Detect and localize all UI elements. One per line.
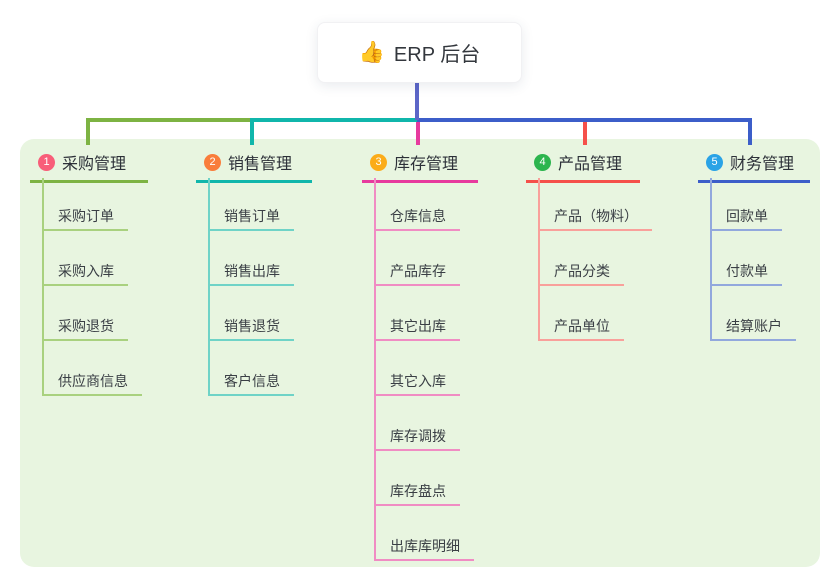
branch-number-badge: 4 xyxy=(534,153,551,171)
branches-panel xyxy=(20,139,820,567)
node-item[interactable]: 采购退货 xyxy=(42,316,128,341)
node-item[interactable]: 销售订单 xyxy=(208,206,294,231)
node-item[interactable]: 结算账户 xyxy=(710,316,796,341)
branch-sales: 2 销售管理 销售订单 销售出库 销售退货 客户信息 xyxy=(196,148,312,396)
branch-header-purchase[interactable]: 1 采购管理 xyxy=(30,148,148,183)
branch-inventory: 3 库存管理 仓库信息 产品库存 其它出库 其它入库 库存调拨 库存盘点 出库库… xyxy=(362,148,478,561)
node-item[interactable]: 付款单 xyxy=(710,261,782,286)
child-connector-line xyxy=(374,178,376,561)
branch-header-inventory[interactable]: 3 库存管理 xyxy=(362,148,478,183)
thumbs-up-icon: 👍 xyxy=(358,40,385,64)
branch-title: 采购管理 xyxy=(62,156,127,173)
branch-number-badge: 5 xyxy=(706,153,723,171)
root-title: ERP 后台 xyxy=(393,44,481,66)
branch-header-finance[interactable]: 5 财务管理 xyxy=(698,148,810,183)
branch-number-badge: 3 xyxy=(370,153,387,171)
child-connector-line xyxy=(208,178,210,396)
node-item[interactable]: 出库库明细 xyxy=(374,536,474,561)
node-item[interactable]: 销售退货 xyxy=(208,316,294,341)
node-item[interactable]: 采购订单 xyxy=(42,206,128,231)
node-item[interactable]: 其它出库 xyxy=(374,316,460,341)
connector-horizontal-finance xyxy=(417,118,752,122)
node-item[interactable]: 仓库信息 xyxy=(374,206,460,231)
node-item[interactable]: 回款单 xyxy=(710,206,782,231)
connector-drop-product xyxy=(583,118,587,145)
connector-horizontal-sales xyxy=(250,118,417,122)
node-item[interactable]: 客户信息 xyxy=(208,371,294,396)
branch-title: 产品管理 xyxy=(558,156,623,173)
node-item[interactable]: 其它入库 xyxy=(374,371,460,396)
branch-header-sales[interactable]: 2 销售管理 xyxy=(196,148,312,183)
connector-drop-finance xyxy=(748,118,752,145)
connector-drop-inventory xyxy=(416,118,420,145)
node-item[interactable]: 库存调拨 xyxy=(374,426,460,451)
node-item[interactable]: 供应商信息 xyxy=(42,371,142,396)
connector-root xyxy=(415,83,419,120)
child-connector-line xyxy=(710,178,712,341)
root-node[interactable]: 👍 ERP 后台 xyxy=(317,22,522,83)
branch-title: 财务管理 xyxy=(730,156,795,173)
node-item[interactable]: 库存盘点 xyxy=(374,481,460,506)
branch-title: 库存管理 xyxy=(394,156,459,173)
branch-number-badge: 1 xyxy=(38,153,55,171)
child-connector-line xyxy=(538,178,540,341)
node-item[interactable]: 产品库存 xyxy=(374,261,460,286)
branch-header-product[interactable]: 4 产品管理 xyxy=(526,148,640,183)
node-item[interactable]: 产品分类 xyxy=(538,261,624,286)
node-item[interactable]: 销售出库 xyxy=(208,261,294,286)
branch-title: 销售管理 xyxy=(228,156,293,173)
child-connector-line xyxy=(42,178,44,396)
node-item[interactable]: 产品（物料） xyxy=(538,206,652,231)
branch-product: 4 产品管理 产品（物料） 产品分类 产品单位 xyxy=(526,148,652,341)
node-item[interactable]: 采购入库 xyxy=(42,261,128,286)
branch-finance: 5 财务管理 回款单 付款单 结算账户 xyxy=(698,148,810,341)
connector-drop-purchase xyxy=(86,118,90,145)
branch-purchase: 1 采购管理 采购订单 采购入库 采购退货 供应商信息 xyxy=(30,148,148,396)
branch-number-badge: 2 xyxy=(204,153,221,171)
node-item[interactable]: 产品单位 xyxy=(538,316,624,341)
connector-drop-sales xyxy=(250,118,254,145)
